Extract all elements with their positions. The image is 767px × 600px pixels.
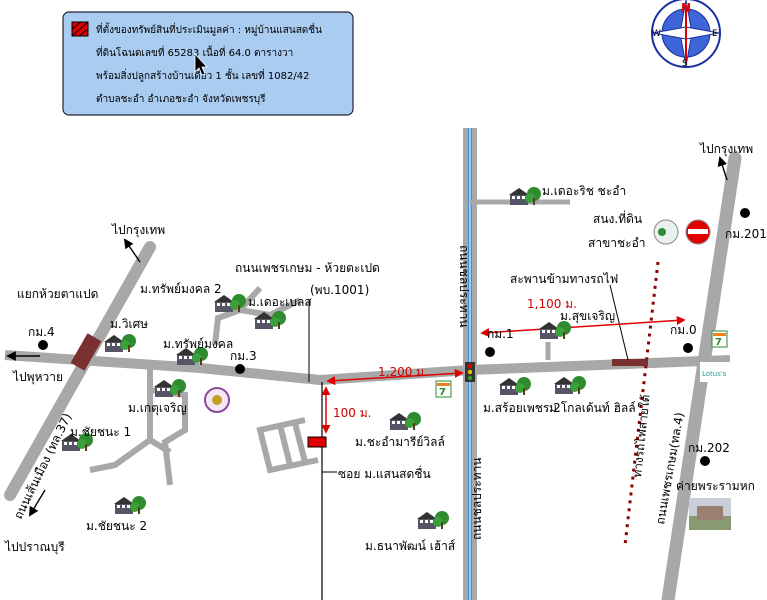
road-label-chonprathan-top: ถนนชลประทาน — [457, 245, 471, 328]
village-soi-phet-2: ม.สร้อยเพชร 2 — [483, 401, 561, 415]
info-line-4: ตำบลชะอำ อำเภอชะอำ จังหวัดเพชรบุรี — [96, 93, 266, 105]
km-0: กม.0 — [670, 323, 697, 337]
land-office-label: สนง.ที่ดิน — [593, 210, 642, 226]
village-wiset: ม.วิเศษ — [110, 317, 148, 331]
km-202: กม.202 — [688, 441, 730, 455]
mouse-cursor-icon — [194, 52, 208, 76]
info-box: ที่ตั้งของทรัพย์สินที่ประเมินมูลค่า : หม… — [62, 11, 354, 116]
km-201: กม.201 — [725, 227, 767, 241]
land-office-branch: สาขาชะอำ — [588, 236, 646, 250]
junction-marker — [70, 333, 102, 371]
svg-text:7: 7 — [439, 387, 446, 398]
camp-photo — [689, 498, 731, 530]
soi-saen-sodchuen-label: ซอย ม.แสนสดชื่น — [338, 465, 431, 481]
compass-n: N — [681, 1, 691, 15]
compass-w: W — [652, 29, 661, 39]
road-label-phetkasem-huai: ถนนเพชรเกษม - ห้วยตะเปด — [235, 261, 380, 275]
compass-s: S — [682, 59, 688, 69]
coca-cola-icons — [653, 219, 711, 245]
rail-bridge-label: สะพานข้ามทางรถไฟ — [510, 272, 618, 286]
km-markers — [38, 208, 750, 466]
village-icons — [61, 187, 586, 529]
village-the-rich: ม.เดอะริช ชะอำ — [542, 184, 626, 198]
road-phetkasem-huai — [4, 350, 731, 385]
property-marker — [307, 436, 327, 448]
distance-1100: 1,100 ม. — [527, 297, 577, 311]
direction-pranburi: ไปปราณบุรี — [4, 540, 65, 555]
camp-label: ค่ายพระรามหก — [676, 479, 755, 493]
road-sen-mueang — [4, 241, 156, 501]
distance-markers — [321, 315, 686, 434]
svg-text:7: 7 — [715, 337, 722, 348]
village-the-blues: ม.เดอะเบลส — [248, 295, 312, 309]
svg-text:Lotus's: Lotus's — [702, 370, 727, 378]
junction-label: แยกห้วยตาแปด — [17, 287, 98, 301]
traffic-light-icon — [465, 362, 475, 382]
seven-eleven-icon: 7 — [711, 330, 728, 348]
road-label-chonprathan-bottom: ถนนชลประทาน — [470, 457, 484, 540]
village-sap-mongkhon-2: ม.ทรัพย์มงคล 2 — [140, 282, 222, 296]
village-suk-charoen: ม.สุขเจริญ — [560, 309, 615, 324]
property-plots — [256, 417, 319, 474]
lotus-icon: Lotus's — [700, 362, 736, 382]
km-3: กม.3 — [230, 349, 257, 363]
direction-arrows — [6, 156, 728, 517]
village-chai-chana-2: ม.ชัยชนะ 2 — [86, 519, 147, 533]
village-chai-chana-1: ม.ชัยชนะ 1 — [70, 425, 131, 439]
temple-icon — [204, 387, 230, 413]
direction-bangkok-left: ไปกรุงเทพ — [111, 223, 165, 238]
info-line-1: ที่ตั้งของทรัพย์สินที่ประเมินมูลค่า : หม… — [96, 22, 322, 36]
village-thanaphat: ม.ธนาพัฒน์ เฮ้าส์ — [365, 539, 456, 553]
village-sap-mongkhon: ม.ทรัพย์มงคล — [163, 337, 233, 351]
distance-100: 100 ม. — [333, 406, 371, 420]
km-1: กม.1 — [487, 327, 514, 341]
village-cha-am-ria: ม.ชะอำมารีย์วิลล์ — [355, 435, 445, 449]
km-4: กม.4 — [28, 325, 55, 339]
compass-e: E — [712, 29, 718, 39]
seven-eleven-icon-2: 7 — [435, 380, 452, 398]
direction-bangkok-right: ไปกรุงเทพ — [699, 142, 753, 157]
compass-rose: N S E W — [651, 0, 721, 69]
distance-1200: 1,200 ม. — [378, 365, 428, 379]
info-line-2: ที่ดินโฉนดเลขที่ 65283 เนื้อที่ 64.0 ตาร… — [96, 45, 293, 59]
village-ket-charoen: ม.เกตุเจริญ — [128, 401, 187, 416]
village-golden-hill: ม.โกลเด้นท์ ฮิลล์ — [549, 401, 636, 415]
road-label-phb: (พบ.1001) — [310, 283, 369, 297]
rail-bridge — [612, 359, 648, 366]
direction-phu-wai: ไปพุหวาย — [12, 370, 63, 385]
